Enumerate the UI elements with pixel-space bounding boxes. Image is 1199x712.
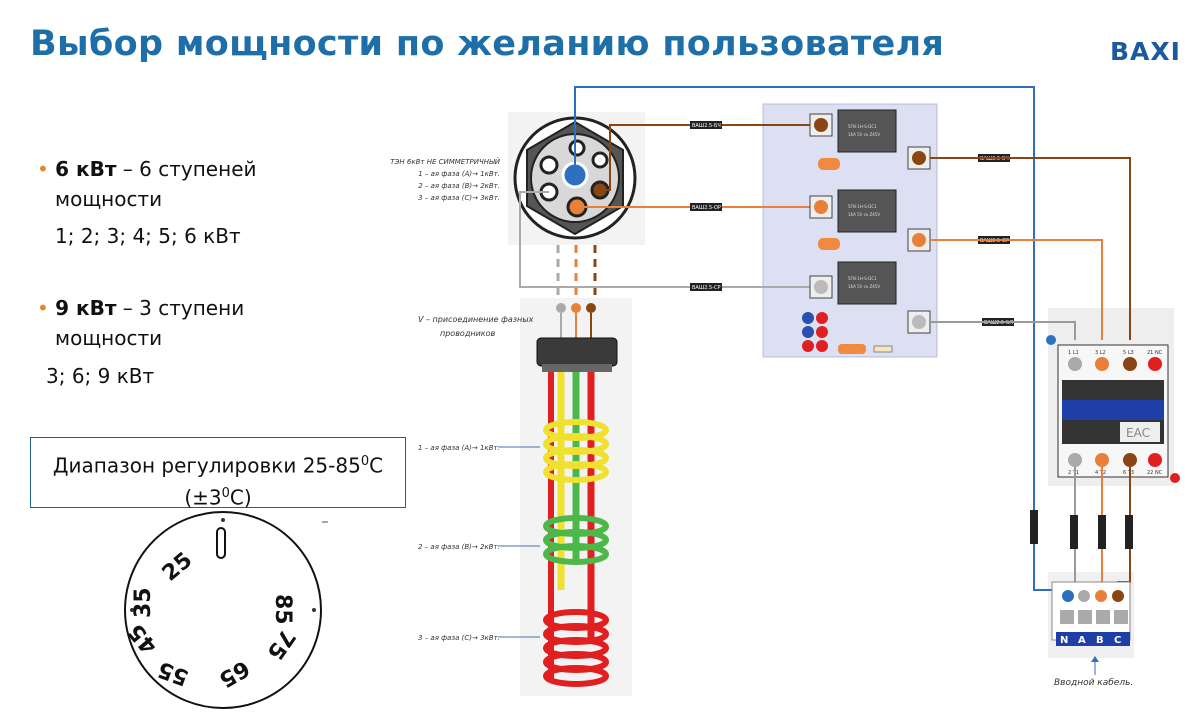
svg-text:21 NC: 21 NC — [1147, 350, 1163, 356]
heater-flange-body-icon — [536, 337, 618, 367]
svg-text:6 T3: 6 T3 — [1123, 470, 1134, 476]
svg-text:5FN-1H-S-DC1: 5FN-1H-S-DC1 — [848, 124, 877, 129]
option-power: 6 кВт — [55, 157, 117, 181]
terminal-block-icon — [1051, 581, 1131, 646]
thermostat-dial: 25 35 45 55 65 75 85 — [124, 511, 328, 709]
svg-text:N: N — [1060, 635, 1068, 646]
svg-text:EAC: EAC — [1126, 426, 1150, 440]
range-line-2: (±30C) — [184, 485, 252, 510]
option-power: 9 кВт — [55, 296, 117, 320]
bullet-icon: • — [37, 157, 49, 181]
coil-phase-a-icon — [543, 419, 609, 483]
option-9kw: • 9 кВт – 3 ступени — [37, 296, 244, 320]
svg-text:C: C — [1114, 635, 1121, 646]
svg-text:1 L1: 1 L1 — [1068, 350, 1079, 356]
dial-mark: 35 — [131, 587, 156, 618]
option-6kw-line2: мощности — [55, 187, 163, 211]
bullet-icon: • — [37, 296, 49, 320]
svg-text:16A 5V ск Z45V: 16A 5V ск Z45V — [848, 212, 880, 217]
svg-text:16A 5V ск Z45V: 16A 5V ск Z45V — [848, 132, 880, 137]
svg-text:22 NC: 22 NC — [1147, 470, 1163, 476]
coil-label: 2 – ая фаза (В)→ 2кВт. — [418, 543, 500, 551]
option-9kw-steps: 3; 6; 9 кВт — [46, 364, 155, 388]
option-9kw-line2: мощности — [55, 326, 163, 350]
svg-text:ВАШ2.5-ОР: ВАШ2.5-ОР — [692, 205, 721, 211]
svg-text:4 T2: 4 T2 — [1095, 470, 1106, 476]
svg-text:A: A — [1078, 635, 1086, 646]
v-note-line: V – присоединение фазных — [418, 315, 534, 324]
svg-text:5FN-1H-S-DC1: 5FN-1H-S-DC1 — [848, 276, 877, 281]
option-desc: – 6 ступеней — [116, 157, 257, 181]
baxi-logo: BAXI — [1110, 37, 1181, 66]
page-title: Выбор мощности по желанию пользователя — [30, 24, 945, 64]
heater-note-line: ТЭН 6кВт НЕ СИММЕТРИЧНЫЙ — [390, 157, 501, 166]
dial-indicator-icon — [216, 527, 226, 559]
coil-label: 1 – ая фаза (А)→ 1кВт. — [418, 444, 500, 452]
dial-mark: 85 — [270, 594, 295, 625]
range-line-1: Диапазон регулировки 25-850C — [52, 453, 384, 478]
coil-label: 3 – ая фаза (С)→ 3кВт. — [418, 634, 500, 642]
option-desc: – 3 ступени — [116, 296, 245, 320]
svg-text:2 T1: 2 T1 — [1068, 470, 1079, 476]
option-6kw: • 6 кВт – 6 ступеней — [37, 157, 257, 181]
coil-phase-b-icon — [543, 515, 609, 565]
heater-note-line: 3 – ая фаза (С)→ 3кВт. — [418, 194, 500, 202]
svg-text:5FN-1H-S-DC1: 5FN-1H-S-DC1 — [848, 204, 877, 209]
svg-text:16A 5V ск Z45V: 16A 5V ск Z45V — [848, 284, 880, 289]
svg-text:3 L2: 3 L2 — [1095, 350, 1106, 356]
svg-text:5 L3: 5 L3 — [1123, 350, 1134, 356]
heater-note-line: 2 – ая фаза (В)→ 2кВт. — [418, 182, 500, 190]
svg-text:ВАШ2.5-БЧ: ВАШ2.5-БЧ — [692, 123, 721, 129]
option-6kw-steps: 1; 2; 3; 4; 5; 6 кВт — [55, 224, 241, 248]
svg-text:B: B — [1096, 635, 1104, 646]
heater-note-line: 1 – ая фаза (А)→ 1кВт. — [418, 170, 500, 178]
v-note-line: проводников — [440, 329, 496, 338]
svg-text:ВАШ2.5-СР: ВАШ2.5-СР — [692, 285, 720, 291]
input-cable-label: Вводной кабель. — [1054, 678, 1133, 688]
relay-icon — [837, 109, 897, 305]
regulation-range-box: Диапазон регулировки 25-850C (±30C) — [30, 437, 406, 509]
coil-phase-c-icon — [543, 609, 609, 687]
